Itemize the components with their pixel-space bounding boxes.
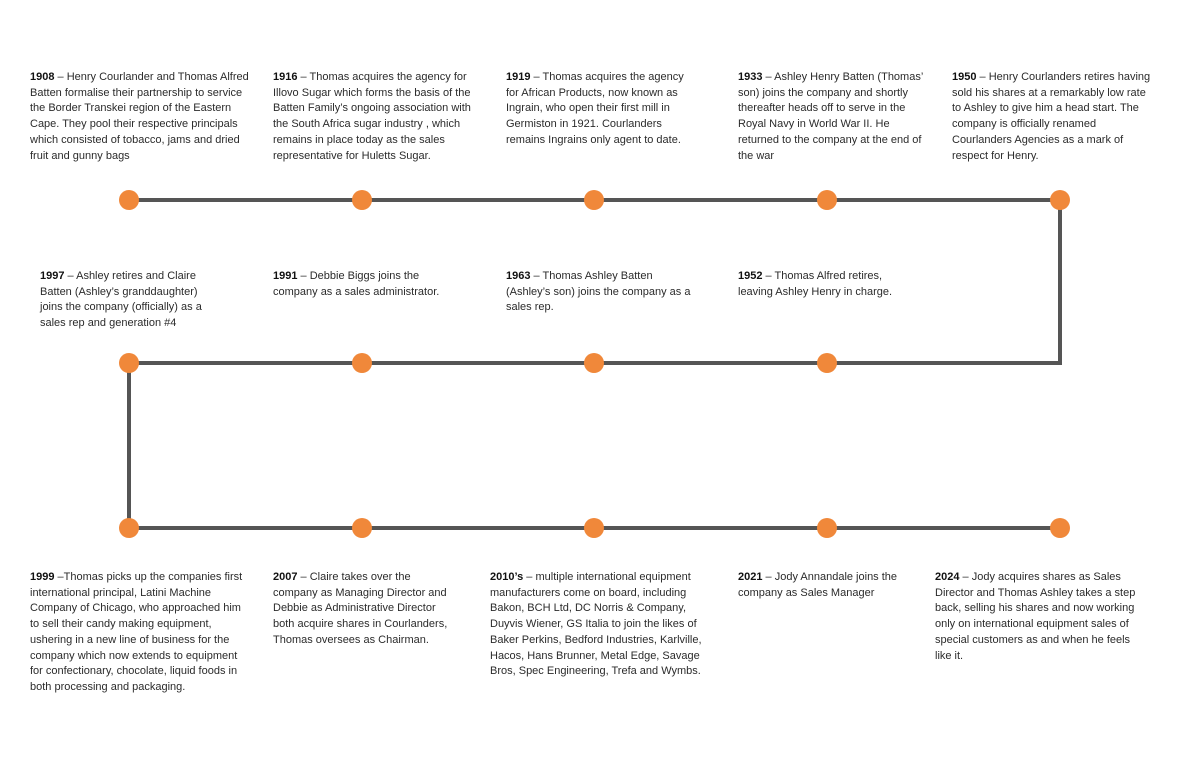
timeline-dot bbox=[1050, 190, 1070, 210]
event-text: – Thomas Ashley Batten (Ashley’s son) jo… bbox=[506, 270, 691, 314]
event-year: 1963 bbox=[506, 270, 531, 282]
timeline-dot bbox=[119, 190, 139, 210]
event-year: 1997 bbox=[40, 270, 65, 282]
timeline-dot bbox=[584, 518, 604, 538]
event-1952: 1952 – Thomas Alfred retires, leaving As… bbox=[738, 269, 913, 300]
timeline-dot bbox=[119, 518, 139, 538]
event-text: – Henry Courlander and Thomas Alfred Bat… bbox=[30, 71, 249, 162]
event-year: 1908 bbox=[30, 71, 55, 83]
event-year: 1991 bbox=[273, 270, 298, 282]
event-text: – Ashley Henry Batten (Thomas’ son) join… bbox=[738, 71, 923, 162]
event-year: 1919 bbox=[506, 71, 531, 83]
event-text: – Claire takes over the company as Manag… bbox=[273, 571, 448, 646]
event-year: 1916 bbox=[273, 71, 298, 83]
event-2024: 2024 – Jody acquires shares as Sales Dir… bbox=[935, 570, 1145, 664]
timeline-dot bbox=[352, 190, 372, 210]
event-1963: 1963 – Thomas Ashley Batten (Ashley’s so… bbox=[506, 269, 691, 316]
event-year: 1933 bbox=[738, 71, 763, 83]
event-1991: 1991 – Debbie Biggs joins the company as… bbox=[273, 269, 458, 300]
timeline-dot bbox=[817, 353, 837, 373]
event-text: – Jody Annandale joins the company as Sa… bbox=[738, 571, 898, 599]
timeline-dot bbox=[352, 518, 372, 538]
timeline-dot bbox=[352, 353, 372, 373]
event-text: – Debbie Biggs joins the company as a sa… bbox=[273, 270, 440, 298]
event-text: – Henry Courlanders retires having sold … bbox=[952, 71, 1151, 162]
event-year: 2007 bbox=[273, 571, 298, 583]
event-year: 1999 bbox=[30, 571, 55, 583]
event-text: – Thomas Alfred retires, leaving Ashley … bbox=[738, 270, 893, 298]
timeline-dot bbox=[817, 190, 837, 210]
event-1933: 1933 – Ashley Henry Batten (Thomas’ son)… bbox=[738, 70, 923, 164]
event-year: 2024 bbox=[935, 571, 960, 583]
event-2021: 2021 – Jody Annandale joins the company … bbox=[738, 570, 908, 601]
event-2007: 2007 – Claire takes over the company as … bbox=[273, 570, 448, 649]
timeline-dot bbox=[817, 518, 837, 538]
event-text: –Thomas picks up the companies first int… bbox=[30, 571, 243, 693]
event-text: – Ashley retires and Claire Batten (Ashl… bbox=[40, 270, 202, 330]
timeline-dot bbox=[584, 353, 604, 373]
timeline-dot bbox=[119, 353, 139, 373]
event-1999: 1999 –Thomas picks up the companies firs… bbox=[30, 570, 250, 696]
event-text: – multiple international equipment manuf… bbox=[490, 571, 702, 678]
event-1916: 1916 – Thomas acquires the agency for Il… bbox=[273, 70, 483, 164]
event-text: – Thomas acquires the agency for African… bbox=[506, 71, 684, 146]
event-1908: 1908 – Henry Courlander and Thomas Alfre… bbox=[30, 70, 250, 164]
event-text: – Jody acquires shares as Sales Director… bbox=[935, 571, 1136, 662]
event-1950: 1950 – Henry Courlanders retires having … bbox=[952, 70, 1152, 164]
event-year: 2010’s bbox=[490, 571, 524, 583]
timeline-dot bbox=[1050, 518, 1070, 538]
event-year: 1950 bbox=[952, 71, 977, 83]
event-2010s: 2010’s – multiple international equipmen… bbox=[490, 570, 705, 680]
event-year: 2021 bbox=[738, 571, 763, 583]
event-text: – Thomas acquires the agency for Illovo … bbox=[273, 71, 471, 162]
event-1997: 1997 – Ashley retires and Claire Batten … bbox=[40, 269, 220, 332]
event-1919: 1919 – Thomas acquires the agency for Af… bbox=[506, 70, 691, 149]
timeline-dot bbox=[584, 190, 604, 210]
event-year: 1952 bbox=[738, 270, 763, 282]
